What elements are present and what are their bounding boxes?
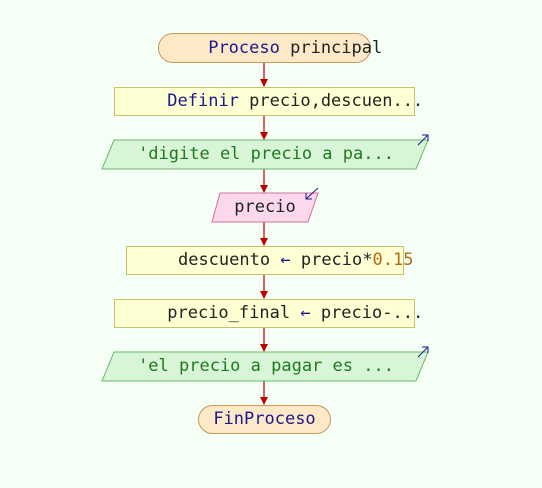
- define-label: Definir precio,descuen...: [106, 76, 423, 127]
- define-node[interactable]: Definir precio,descuen...: [114, 87, 423, 116]
- input-text: precio: [234, 197, 296, 217]
- assign2-target: precio_final: [167, 303, 291, 323]
- input-node[interactable]: precio: [211, 186, 319, 223]
- start-label: Proceso principal: [147, 23, 382, 74]
- end-node[interactable]: FinProceso: [198, 405, 331, 434]
- arrow-up-right-icon: [417, 346, 429, 358]
- output-node-2[interactable]: 'el precio a pagar es ...: [101, 345, 430, 382]
- start-node[interactable]: Proceso principal: [158, 33, 382, 63]
- output-text-2: 'el precio a pagar es ...: [138, 356, 394, 376]
- output-shape-1: [101, 139, 429, 170]
- output-shape-2: [101, 351, 429, 382]
- output-text-1: 'digite el precio a pa...: [138, 144, 394, 164]
- arrow-down-left-icon: [305, 187, 319, 200]
- assign1-target: descuento: [177, 250, 271, 270]
- assign2-expr: precio-...: [320, 303, 424, 323]
- assign-label-2: precio_final ← precio-...: [106, 288, 423, 339]
- start-keyword: Proceso: [208, 37, 280, 58]
- define-keyword: Definir: [167, 91, 239, 111]
- output-node-1[interactable]: 'digite el precio a pa...: [101, 132, 430, 170]
- assign1-expr: precio*: [300, 250, 373, 270]
- assign-label-1: descuento ← precio*0.15: [117, 235, 414, 286]
- start-name: principal: [290, 37, 383, 58]
- define-rest: precio,descuen...: [249, 91, 424, 111]
- assign1-number: 0.15: [372, 250, 414, 270]
- assign-node-1[interactable]: descuento ← precio*0.15: [126, 246, 413, 275]
- assign-node-2[interactable]: precio_final ← precio-...: [114, 299, 423, 328]
- end-keyword: FinProceso: [213, 409, 316, 429]
- assign2-arrow: ←: [300, 303, 311, 323]
- arrow-up-right-icon: [417, 134, 429, 146]
- input-shape: [211, 192, 319, 223]
- assign1-arrow: ←: [280, 250, 291, 270]
